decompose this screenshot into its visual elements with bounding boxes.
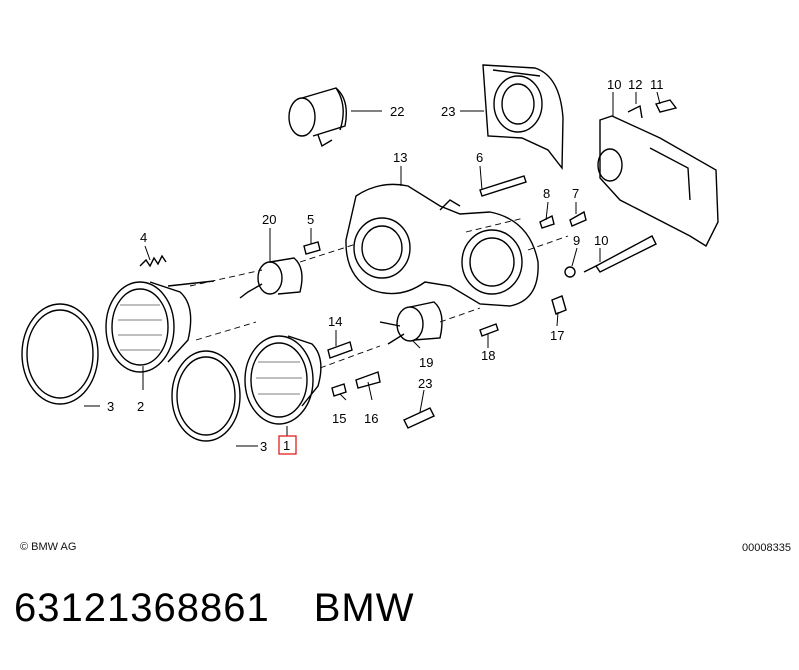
part-20-socket-drawing	[379, 301, 443, 345]
callout-15: 14	[328, 314, 342, 329]
part-15-bulb-drawing	[327, 341, 353, 359]
part-3-ring-right-drawing	[171, 350, 241, 442]
part-22-cap-drawing	[288, 87, 348, 148]
callout-3-right: 3	[260, 439, 267, 454]
part-8-7-screws-drawing	[539, 210, 587, 229]
callout-17: 16	[364, 411, 378, 426]
callout-23: 23	[441, 104, 455, 119]
callout-leader-lines	[84, 91, 661, 447]
exploded-parts-diagram: 22 23 10 12 11 13 6 8 7 9 10 20 5 4 14 1…	[21, 64, 719, 455]
callout-2: 2	[137, 399, 144, 414]
assembly-axis-lines	[189, 217, 569, 369]
callout-13: 12	[628, 77, 642, 92]
callout-4: 4	[140, 230, 147, 245]
callout-18: 17	[550, 328, 564, 343]
callout-9: 9	[573, 233, 580, 248]
part-1-headlamp-drawing	[244, 335, 322, 425]
part-3-ring-left-drawing	[21, 303, 99, 405]
part-6-screw-drawing	[479, 175, 527, 197]
brand-name: BMW	[313, 586, 415, 630]
callout-21: 20	[262, 212, 276, 227]
callout-22: 22	[390, 104, 404, 119]
callout-labels: 22 23 10 12 11 13 6 8 7 9 10 20 5 4 14 1…	[107, 77, 664, 455]
callout-16: 15	[332, 411, 346, 426]
callout-1: 1	[283, 438, 290, 453]
callout-11: 10	[607, 77, 621, 92]
drawing-number: 00008335	[742, 542, 791, 554]
callout-10: 10	[594, 233, 608, 248]
callout-5: 5	[307, 212, 314, 227]
part-caption: 63121368861 BMW	[14, 586, 458, 631]
copyright-notice: © BMW AG	[20, 541, 77, 553]
callout-12: 11	[650, 77, 664, 92]
part-9-10-adjuster-drawing	[564, 235, 657, 278]
part-number: 63121368861	[14, 586, 270, 630]
part-24-drawing	[403, 407, 435, 429]
part-14-housing-drawing	[345, 183, 539, 307]
callout-1-highlight-box	[278, 435, 297, 455]
part-21-socket-drawing	[239, 257, 303, 299]
callout-20: 19	[419, 355, 433, 370]
callout-8: 8	[543, 186, 550, 201]
callout-14: 13	[393, 150, 407, 165]
part-16-17-drawing	[331, 371, 381, 397]
part-18-19-drawing	[479, 295, 567, 337]
part-4-spring-drawing	[139, 254, 167, 268]
part-23-bracket-drawing	[482, 64, 564, 170]
part-11-cover-drawing	[597, 99, 719, 248]
callout-7: 7	[572, 186, 579, 201]
callout-6: 6	[476, 150, 483, 165]
callout-19: 18	[481, 348, 495, 363]
part-5-bulb-drawing	[303, 241, 321, 255]
callout-3-left: 3	[107, 399, 114, 414]
part-2-headlamp-drawing	[105, 280, 215, 373]
callout-24: 23	[418, 376, 432, 391]
